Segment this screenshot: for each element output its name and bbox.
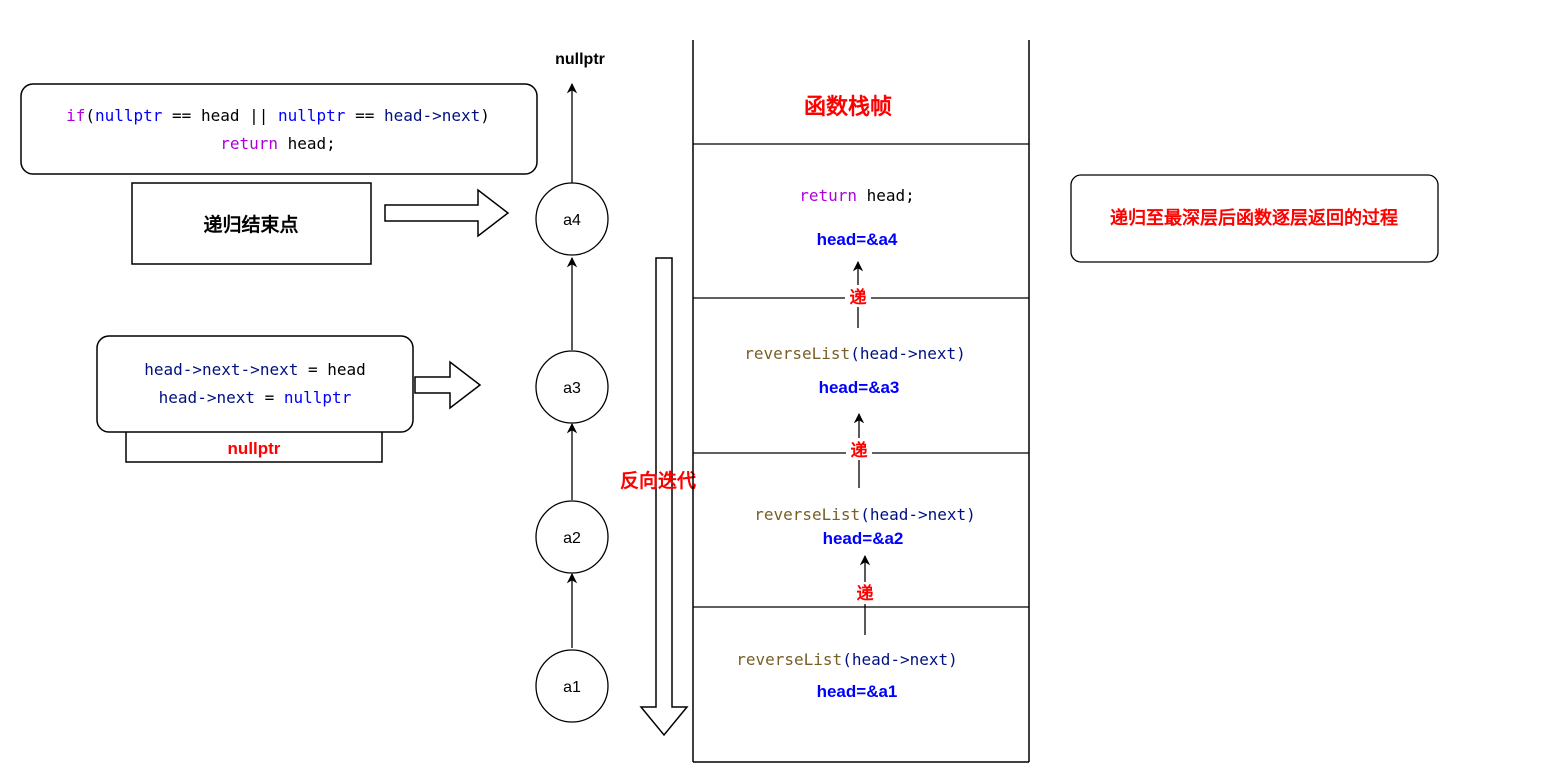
- frame-a1-head: head=&a1: [817, 682, 898, 701]
- reverse-code-line1: head->next->next = head: [144, 360, 366, 379]
- end-point-label: 递归结束点: [203, 213, 298, 236]
- process-note: 递归至最深层后函数逐层返回的过程: [1110, 207, 1398, 229]
- frame-top-head: head=&a4: [817, 230, 898, 249]
- top-nullptr-label: nullptr: [555, 51, 605, 68]
- reverse-iteration-label: 反向迭代: [620, 469, 696, 492]
- frame-top-code: return head;: [799, 186, 915, 205]
- node-a3: a3: [535, 350, 609, 424]
- node-a1-label: a1: [563, 679, 581, 696]
- node-a3-label: a3: [563, 380, 581, 397]
- process-note-box: [1070, 174, 1439, 263]
- base-case-box: [20, 83, 538, 175]
- node-a1: a1: [535, 649, 609, 723]
- push-label-2: 递: [851, 440, 868, 461]
- reverse-code-box: [96, 335, 414, 433]
- stack-title: 函数栈帧: [804, 94, 892, 120]
- frame-a1-code: reverseList(head->next): [736, 650, 958, 669]
- node-a2-label: a2: [563, 530, 581, 547]
- push-label-3: 递: [857, 583, 874, 604]
- node-a2: a2: [535, 500, 609, 574]
- nullptr-tab-label: nullptr: [228, 439, 281, 458]
- base-case-line1: if(nullptr == head || nullptr == head->n…: [66, 106, 490, 125]
- node-a4-label: a4: [563, 212, 581, 229]
- frame-a2-head: head=&a2: [823, 529, 904, 548]
- frame-a3-code: reverseList(head->next): [744, 344, 966, 363]
- reverse-code-line2: head->next = nullptr: [159, 388, 352, 407]
- frame-a3-head: head=&a3: [819, 378, 900, 397]
- reverse-code-arrow: [414, 360, 482, 410]
- node-a4: a4: [535, 182, 609, 256]
- reverse-iteration-arrow: [639, 257, 689, 737]
- end-point-arrow: [384, 188, 510, 238]
- end-point-box: [131, 182, 372, 265]
- frame-a2-code: reverseList(head->next): [754, 505, 976, 524]
- base-case-line2: return head;: [220, 134, 336, 153]
- push-label-1: 递: [850, 287, 867, 308]
